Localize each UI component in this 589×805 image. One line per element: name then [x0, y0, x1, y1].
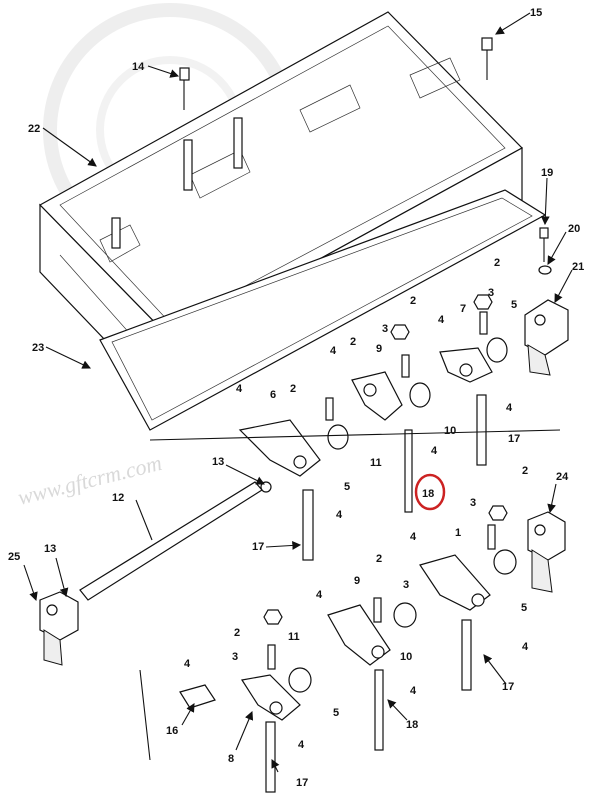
callout-18b: 18	[406, 719, 418, 731]
callout-2b: 2	[410, 295, 416, 307]
rocker-arm-upper-mid	[351, 371, 403, 421]
rocker-arm-upper-left	[238, 419, 321, 477]
bolt-14	[179, 67, 190, 110]
bushing-5b	[327, 424, 349, 450]
washer-20	[538, 265, 552, 275]
pushrods-lower	[265, 619, 472, 793]
bushing-10b	[393, 602, 417, 628]
callout-3e: 3	[232, 651, 238, 663]
bushing-5c	[493, 549, 517, 575]
callout-17d: 17	[296, 777, 308, 789]
callout-5c: 5	[521, 602, 527, 614]
callout-15: 15	[530, 7, 542, 19]
callout-3d: 3	[403, 579, 409, 591]
callout-4a: 4	[438, 314, 445, 326]
callout-16: 16	[166, 725, 178, 737]
callout-4k: 4	[410, 685, 417, 697]
callout-11a: 11	[370, 457, 382, 469]
rocker-arm-lower-right	[419, 554, 491, 611]
callout-8: 8	[228, 753, 234, 765]
bolt-19	[539, 227, 549, 262]
clip-16	[179, 684, 216, 709]
callout-22: 22	[28, 123, 40, 135]
bushing-5d	[288, 667, 312, 693]
callout-2g: 2	[234, 627, 240, 639]
callout-11b: 11	[288, 631, 300, 643]
callout-25: 25	[8, 551, 20, 563]
callout-6: 6	[270, 389, 276, 401]
callout-2d: 2	[290, 383, 296, 395]
callout-5a: 5	[511, 299, 517, 311]
callout-9a: 9	[376, 343, 382, 355]
callout-4j: 4	[184, 658, 191, 670]
rocker-arm-upper-right	[439, 347, 493, 383]
callout-4h: 4	[316, 589, 323, 601]
callout-18a: 18	[422, 488, 434, 500]
callout-4d: 4	[431, 445, 438, 457]
callout-4e: 4	[506, 402, 513, 414]
bushing-10a	[409, 382, 431, 408]
leader-lines	[23, 12, 573, 773]
callout-10a: 10	[444, 425, 456, 437]
callout-3c: 3	[470, 497, 476, 509]
callout-23: 23	[32, 342, 44, 354]
callout-13a: 13	[212, 456, 224, 468]
rocker-arm-lower-mid	[327, 604, 391, 666]
callout-4c: 4	[236, 383, 243, 395]
rocker-pedestal-25	[39, 591, 79, 666]
rocker-pedestal-21	[524, 299, 569, 376]
callout-2f: 2	[376, 553, 382, 565]
adjusting-screws-upper	[325, 311, 488, 421]
adjusting-screws-lower	[267, 524, 496, 670]
callout-10b: 10	[400, 651, 412, 663]
callout-3a: 3	[382, 323, 388, 335]
callout-7: 7	[460, 303, 466, 315]
rocker-pedestal-24	[527, 511, 566, 593]
callout-13b: 13	[44, 543, 56, 555]
rocker-shaft-12	[79, 481, 272, 601]
callout-20: 20	[568, 223, 580, 235]
nuts-upper	[390, 294, 493, 340]
callout-17c: 17	[502, 681, 514, 693]
callout-4f: 4	[336, 509, 343, 521]
callout-19: 19	[541, 167, 553, 179]
callout-9b: 9	[354, 575, 360, 587]
callout-4i: 4	[522, 641, 529, 653]
pushrods-upper	[302, 394, 487, 561]
callout-17a: 17	[508, 433, 520, 445]
watermark-text: www.gftcrm.com	[15, 450, 164, 510]
nut-lower-right	[488, 505, 508, 521]
callout-5d: 5	[333, 707, 339, 719]
callout-2e: 2	[522, 465, 528, 477]
callout-1: 1	[455, 527, 461, 539]
callout-2a: 2	[494, 257, 500, 269]
callout-12: 12	[112, 492, 124, 504]
callout-4b: 4	[330, 345, 337, 357]
bushing-5a	[486, 337, 508, 363]
callout-3b: 3	[488, 287, 494, 299]
callout-21: 21	[572, 261, 584, 273]
bolt-15	[481, 37, 493, 80]
callout-17b: 17	[252, 541, 264, 553]
nut-lower-left	[263, 609, 283, 625]
callout-14: 14	[132, 61, 145, 73]
highlight-circle	[414, 473, 446, 511]
callout-labels: 15 14 22 19 20 21 23 2 2 4 3 7 3 5 4 2 9…	[8, 7, 584, 789]
callout-24: 24	[556, 471, 569, 483]
callout-2c: 2	[350, 336, 356, 348]
callout-4l: 4	[298, 739, 305, 751]
callout-5b: 5	[344, 481, 350, 493]
rocker-arm-lower-left	[241, 674, 301, 721]
callout-4g: 4	[410, 531, 417, 543]
